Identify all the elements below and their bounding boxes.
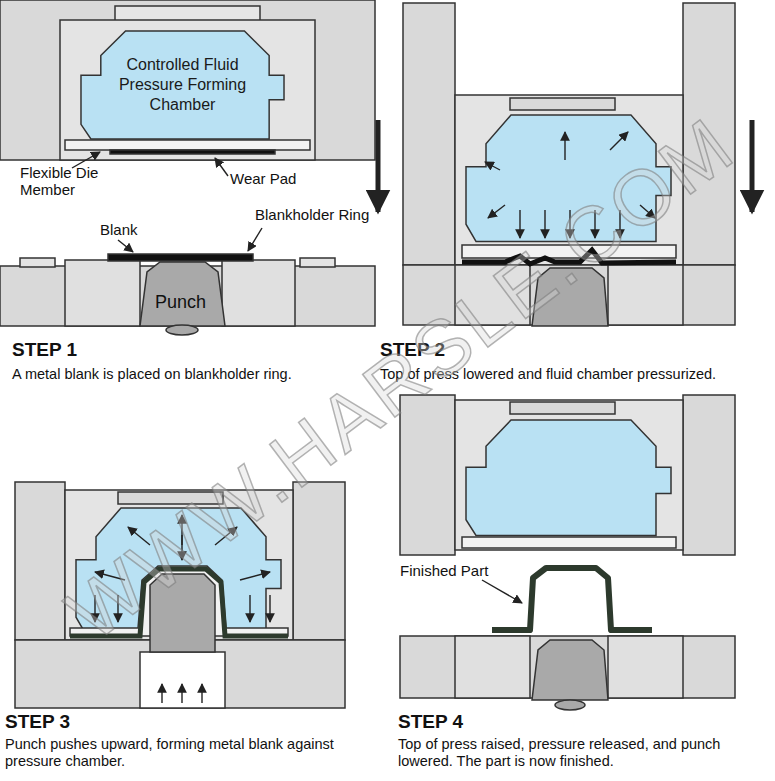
blankholder-ring [65,260,140,326]
blankholder-ring [455,265,530,325]
punch-opening [140,652,225,708]
press-arrow [376,120,381,212]
step-heading: STEP 1 [12,339,77,361]
part-label: Finished Part [400,562,488,579]
step-heading: STEP 2 [380,339,445,361]
part-label: Flexible Die Member [20,164,120,199]
flexible-die-member [462,245,676,258]
step-4-press [400,395,735,710]
leader-line [215,158,228,176]
fluid-chamber: Controlled Fluid Pressure Forming Chambe… [80,30,285,140]
leader-line [118,240,133,252]
column [400,395,455,555]
column [15,482,65,640]
part-label: Blankholder Ring [255,206,369,223]
punch-stem [555,700,585,710]
step-caption: Top of press lowered and fluid chamber p… [380,366,770,383]
step-1-press [0,0,375,335]
chamber-label: Controlled Fluid Pressure Forming Chambe… [113,55,253,115]
leader-line [248,228,262,251]
formed-blank [70,569,288,636]
blankholder-ring [455,636,530,698]
upper-die [455,400,683,550]
blankholder-ring [608,265,683,325]
column [683,395,735,555]
upper-die [0,0,375,160]
chamber-shape [81,31,284,139]
base-stop [300,258,335,267]
blank [108,254,253,261]
wear-pad [110,150,275,154]
die-notch [118,492,223,504]
step-3-press [15,482,345,708]
part-label: Wear Pad [230,170,296,187]
press-arrow [750,120,755,212]
fluid-chamber [466,420,671,536]
upper-die [455,95,683,265]
part-label: Blank [100,221,138,238]
column [683,3,735,265]
die-notch [510,98,615,110]
step-heading: STEP 4 [398,711,463,733]
finished-part [492,568,652,630]
flexible-die-member [65,140,310,150]
step-caption: Top of press raised, pressure released, … [398,736,770,769]
watermark: WWW.HARSLE.COM [51,121,724,659]
step-2-press [403,3,735,326]
column [293,482,345,640]
pressure-arrows [95,515,270,703]
flexible-die-member [462,537,676,548]
leader-line [482,580,522,603]
punch-stem [166,325,198,335]
blank [462,250,676,264]
blankholder-ring [608,636,683,698]
part-label: Punch [155,292,206,313]
die-housing [60,20,315,160]
die-notch [510,402,615,414]
step-heading: STEP 3 [5,711,70,733]
step-caption: A metal blank is placed on blankholder r… [12,366,372,383]
punch [150,574,215,652]
punch [532,268,608,326]
press-base [403,265,735,325]
column [403,3,455,265]
fluid-chamber [466,115,671,242]
base-stop [20,258,55,267]
step-caption: Punch pushes upward, forming metal blank… [5,736,350,769]
punch [532,640,608,700]
punch [140,262,225,326]
pressure-arrows [378,120,752,238]
blankholder-ring [222,260,295,326]
